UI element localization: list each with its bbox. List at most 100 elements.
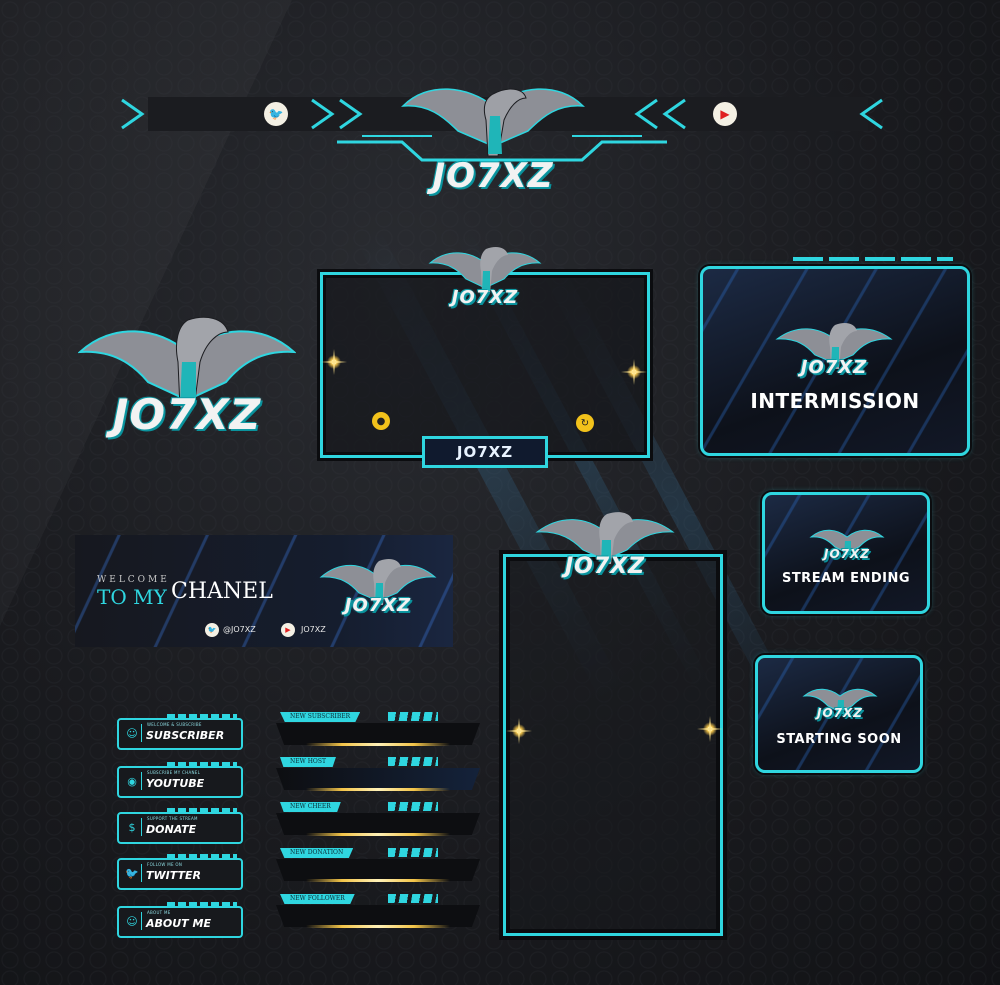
panel-accent [167, 714, 237, 718]
logo-text: JO7XZ [112, 390, 262, 439]
dragon-icon [428, 247, 542, 293]
webcam-name-box: JO7XZ [422, 436, 548, 468]
dragon-icon [401, 88, 585, 157]
panel-sub: SUPPORT THE STREAM [147, 816, 198, 821]
panel-twitter[interactable]: 🐦 FOLLOW ME ON TWITTER [117, 854, 243, 890]
panel-accent [167, 902, 237, 906]
alert-label: NEW DONATION [280, 848, 354, 858]
panel-sub: SUBSCRIBE MY CHANEL [147, 770, 201, 775]
logo-text: JO7XZ [432, 156, 554, 196]
panel-sub: ABOUT ME [147, 910, 171, 915]
dragon-icon [802, 688, 878, 714]
instagram-icon: ◉ [123, 772, 142, 790]
alert-label: NEW SUBSCRIBER [280, 712, 361, 722]
starting-soon-title: STARTING SOON [776, 732, 902, 747]
channel-banner: WELCOME TO MY CHANEL JO7XZ 🐦 @JO7XZ ▶ JO… [75, 535, 453, 647]
alert-stripes [388, 894, 438, 903]
stream-ending-screen: JO7XZ STREAM ENDING [762, 492, 930, 614]
sparkle-icon [627, 359, 641, 385]
alert-body [276, 723, 480, 745]
panel-sub: FOLLOW ME ON [147, 862, 183, 867]
alert-body [276, 813, 480, 835]
logo-text: JO7XZ [824, 547, 870, 561]
alert-body [276, 768, 480, 790]
twitter-icon[interactable]: 🐦 [205, 623, 219, 637]
logo-text: JO7XZ [344, 595, 412, 616]
user-icon: ● [372, 412, 390, 430]
sparkle-icon [327, 349, 341, 375]
alert-gold-line [306, 833, 450, 836]
banner-to-my: TO MY [97, 585, 167, 609]
top-logo: JO7XZ [398, 76, 588, 198]
alert-body [276, 859, 480, 881]
banner-twitter-handle: @JO7XZ [223, 625, 256, 634]
sparkle-icon [703, 716, 717, 742]
dragon-icon [535, 512, 675, 564]
alert-body [276, 905, 480, 927]
alert-label: NEW HOST [280, 757, 336, 767]
dollar-icon: $ [123, 818, 142, 836]
panel-accent [167, 762, 237, 766]
youtube-icon[interactable]: ▶ [281, 623, 295, 637]
dragon-icon [78, 316, 296, 409]
panel-donate[interactable]: $ SUPPORT THE STREAM DONATE [117, 808, 243, 844]
logo-text: JO7XZ [800, 357, 868, 378]
vertical-frame-logo: JO7XZ [535, 508, 675, 586]
screen-logo: JO7XZ [802, 682, 878, 726]
alert-new-follower: NEW FOLLOWER [276, 894, 480, 930]
top-banner-ornaments [121, 98, 883, 162]
main-logo: JO7XZ [78, 312, 296, 440]
panel-label: TWITTER [146, 869, 201, 882]
alert-gold-line [306, 788, 450, 791]
dragon-icon [775, 323, 893, 369]
twitter-icon[interactable]: 🐦 [264, 102, 288, 126]
webcam-logo: JO7XZ [428, 243, 542, 313]
user-icon: ☺ [123, 912, 142, 930]
panel-label: YOUTUBE [146, 777, 205, 790]
alert-new-donation: NEW DONATION [276, 848, 480, 884]
link-icon: ↻ [576, 414, 594, 432]
alert-stripes [388, 848, 438, 857]
alert-gold-line [306, 925, 450, 928]
alert-new-cheer: NEW CHEER [276, 802, 480, 838]
panel-label: DONATE [146, 823, 197, 836]
banner-welcome: WELCOME [97, 575, 170, 585]
panel-accent [167, 854, 237, 858]
twitter-icon: 🐦 [123, 864, 142, 882]
stream-ending-title: STREAM ENDING [781, 571, 911, 586]
alert-gold-line [306, 743, 450, 746]
alert-new-subscriber: NEW SUBSCRIBER [276, 712, 480, 748]
panel-about-me[interactable]: ☺ ABOUT ME ABOUT ME [117, 902, 243, 938]
dragon-icon [319, 559, 437, 605]
alert-label: NEW FOLLOWER [280, 894, 355, 904]
alert-label: NEW CHEER [280, 802, 341, 812]
panel-youtube[interactable]: ◉ SUBSCRIBE MY CHANEL YOUTUBE [117, 762, 243, 798]
logo-text: JO7XZ [817, 706, 863, 720]
youtube-icon[interactable]: ▶ [713, 102, 737, 126]
alert-stripes [388, 757, 438, 766]
banner-chanel: CHANEL [171, 579, 273, 604]
banner-logo: JO7XZ [319, 555, 437, 625]
alert-stripes [388, 712, 438, 721]
screen-accent [793, 257, 953, 261]
alert-stripes [388, 802, 438, 811]
sparkle-icon [512, 718, 526, 744]
logo-text: JO7XZ [564, 554, 646, 579]
panel-label: SUBSCRIBER [146, 729, 225, 742]
panel-subscriber[interactable]: ☺ WELCOME & SUBSCRIBE SUBSCRIBER [117, 714, 243, 750]
intermission-screen: JO7XZ INTERMISSION [700, 257, 970, 456]
alert-new-host: NEW HOST [276, 757, 480, 793]
banner-youtube-handle: JO7XZ [301, 625, 326, 634]
dragon-icon [809, 529, 885, 555]
screen-logo: JO7XZ [809, 523, 885, 567]
screen-logo: JO7XZ [775, 319, 893, 383]
alert-gold-line [306, 879, 450, 882]
vertical-frame [503, 554, 723, 936]
starting-soon-screen: JO7XZ STARTING SOON [755, 655, 923, 773]
logo-text: JO7XZ [451, 287, 519, 308]
panel-label: ABOUT ME [146, 917, 211, 930]
panel-sub: WELCOME & SUBSCRIBE [147, 722, 202, 727]
user-icon: ☺ [123, 724, 142, 742]
intermission-title: INTERMISSION [750, 389, 920, 413]
panel-accent [167, 808, 237, 812]
